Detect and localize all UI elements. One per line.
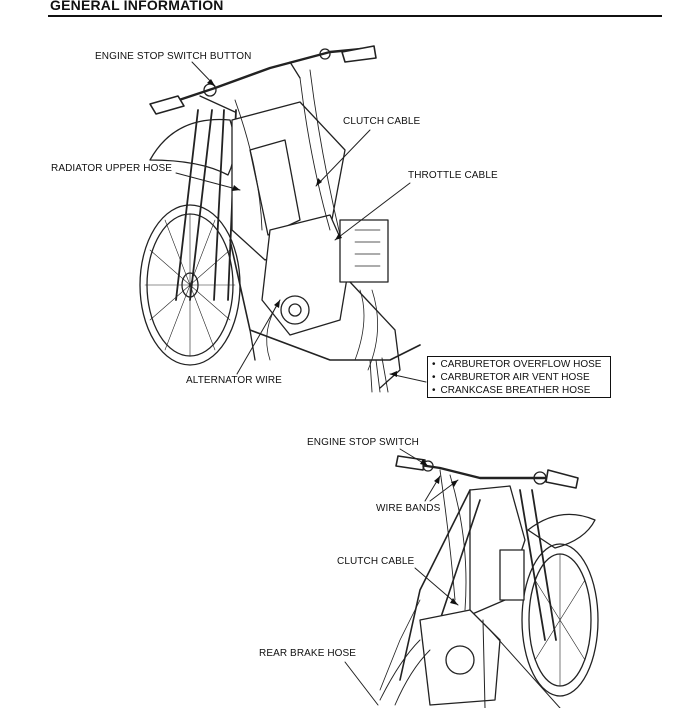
figure1-motorcycle-drawing	[139, 45, 421, 393]
label-clutch-cable: CLUTCH CABLE	[343, 116, 421, 127]
figure1-leader-lines	[175, 61, 427, 383]
hose-list-item: CARBURETOR AIR VENT HOSE	[432, 371, 610, 384]
hose-list-item: CARBURETOR OVERFLOW HOSE	[432, 358, 610, 371]
label-rear-brake-hose: REAR BRAKE HOSE	[259, 648, 357, 659]
header-rule	[48, 15, 662, 17]
label-clutch-cable-2: CLUTCH CABLE	[337, 556, 415, 567]
label-engine-stop-switch: ENGINE STOP SWITCH	[307, 437, 420, 448]
figure2-motorcycle-drawing	[379, 455, 599, 706]
hose-list-box: CARBURETOR OVERFLOW HOSE CARBURETOR AIR …	[427, 356, 611, 398]
label-radiator-upper-hose: RADIATOR UPPER HOSE	[51, 163, 172, 174]
page-title: GENERAL INFORMATION	[50, 0, 224, 13]
label-engine-stop-switch-button: ENGINE STOP SWITCH BUTTON	[95, 51, 252, 62]
label-wire-bands: WIRE BANDS	[376, 503, 441, 514]
label-alternator-wire: ALTERNATOR WIRE	[186, 375, 282, 386]
label-throttle-cable: THROTTLE CABLE	[408, 170, 498, 181]
hose-list-item: CRANKCASE BREATHER HOSE	[432, 384, 610, 397]
